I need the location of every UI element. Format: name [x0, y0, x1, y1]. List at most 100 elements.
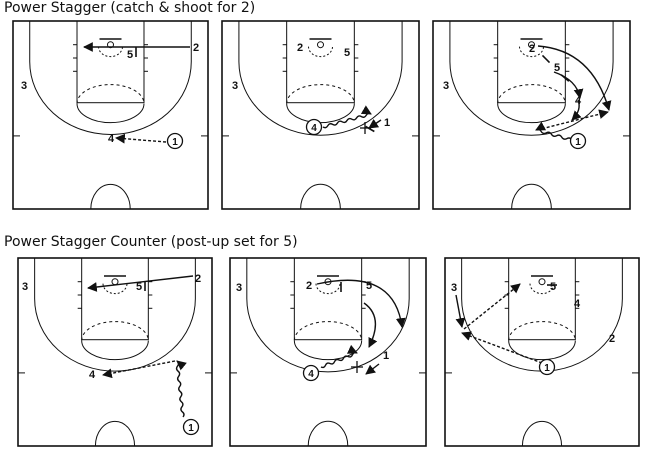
- player-label-3: 3: [232, 80, 238, 92]
- screen-5b: [560, 74, 570, 82]
- player-label-5: 5: [366, 280, 372, 292]
- player-3: 3: [232, 80, 238, 92]
- screen-1: [365, 125, 375, 133]
- player-label-3: 3: [443, 80, 449, 92]
- center-circle: [300, 183, 341, 210]
- court-boundary: [444, 257, 640, 447]
- player-1: 1: [383, 350, 389, 362]
- free-throw-circle: [497, 103, 566, 124]
- restricted-area: [519, 46, 544, 58]
- player-5: 5: [344, 47, 350, 59]
- player-label-3: 3: [236, 282, 242, 294]
- player-label-1: 1: [575, 137, 581, 148]
- free-throw-circle-dashed: [286, 84, 355, 104]
- player-label-5: 5: [344, 47, 350, 59]
- player-label-4: 4: [308, 369, 314, 380]
- player-label-3: 3: [451, 282, 457, 294]
- court-lines: [221, 20, 420, 210]
- cut-arrow-2: [537, 45, 612, 111]
- ball-handler-circle: [166, 132, 184, 150]
- free-throw-circle-dashed: [293, 321, 363, 341]
- player-label-2: 2: [306, 280, 312, 292]
- cut-arrow-1: [368, 119, 382, 129]
- player-label-5: 5: [127, 49, 133, 61]
- lane: [293, 257, 363, 341]
- court-boundary: [229, 257, 427, 447]
- center-circle: [90, 183, 131, 210]
- player-label-2: 2: [609, 333, 615, 345]
- free-throw-circle-dashed: [76, 84, 145, 104]
- court-lines: [444, 257, 640, 447]
- restricted-area: [98, 46, 123, 58]
- player-label-2: 2: [195, 273, 201, 285]
- court-lines: [432, 20, 631, 210]
- player-1: 1: [182, 418, 200, 436]
- dribble-arrow-4: [320, 344, 358, 369]
- player-label-3: 3: [21, 80, 27, 92]
- three-point-line: [34, 258, 196, 372]
- dribble-arrow-1: [535, 121, 573, 141]
- player-5: 5: [127, 49, 133, 61]
- court-diagram-5: 2 5 3 4 1: [229, 257, 427, 447]
- player-label-5: 5: [550, 281, 556, 293]
- player-2: 2: [306, 280, 312, 292]
- free-throw-circle: [293, 340, 363, 361]
- free-throw-circle: [286, 103, 355, 124]
- player-label-2: 2: [297, 42, 303, 54]
- dribble-arrow-1: [175, 360, 187, 418]
- cut-arrow-2: [87, 275, 194, 292]
- player-2: 2: [529, 43, 535, 55]
- court-boundary: [221, 20, 420, 210]
- cut-arrow-5: [363, 302, 378, 348]
- court-lines: [17, 257, 213, 447]
- ball-handler-circle: [305, 118, 323, 136]
- pass-arrow-1-to-2: [536, 109, 609, 131]
- rim: [528, 41, 535, 49]
- free-throw-circle-dashed: [497, 84, 566, 104]
- court-lines: [12, 20, 209, 210]
- restricted-area: [308, 46, 333, 58]
- center-circle: [94, 420, 136, 447]
- player-3: 3: [443, 80, 449, 92]
- player-5: 5: [136, 281, 142, 293]
- court-diagram-4: 2 5 3 4 1: [17, 257, 213, 447]
- cut-arrow-1: [365, 363, 380, 375]
- ball-handler-circle: [182, 418, 200, 436]
- player-1: 1: [384, 117, 390, 129]
- player-label-1: 1: [383, 350, 389, 362]
- cut-arrow-2: [316, 279, 406, 328]
- rim: [111, 278, 119, 286]
- player-label-4: 4: [575, 95, 582, 107]
- screen-5: [541, 54, 551, 64]
- center-circle: [511, 183, 552, 210]
- center-circle: [521, 420, 563, 447]
- player-label-3: 3: [22, 281, 28, 293]
- player-label-4: 4: [574, 298, 581, 310]
- three-point-line: [238, 21, 403, 136]
- player-4: 4: [89, 369, 96, 381]
- player-label-2: 2: [529, 43, 535, 55]
- ball-handler-circle: [302, 364, 320, 382]
- player-label-1: 1: [384, 117, 390, 129]
- rim: [317, 41, 324, 49]
- pass-arrow-3-to-5: [463, 283, 521, 330]
- restricted-area: [529, 283, 555, 295]
- court-lines: [229, 257, 427, 447]
- restricted-area: [315, 283, 341, 295]
- dribble-arrow-4: [322, 105, 372, 129]
- pass-arrow-1-to-4: [102, 360, 176, 379]
- player-2: 2: [609, 333, 615, 345]
- player-3: 3: [21, 80, 27, 92]
- player-label-5: 5: [136, 281, 142, 293]
- restricted-area: [102, 283, 128, 295]
- lane: [81, 257, 149, 341]
- player-5: 5: [550, 281, 556, 293]
- free-throw-circle: [76, 103, 145, 124]
- player-2: 2: [195, 273, 201, 285]
- three-point-line: [29, 21, 192, 135]
- rim: [538, 278, 546, 286]
- player-4: 4: [108, 133, 115, 145]
